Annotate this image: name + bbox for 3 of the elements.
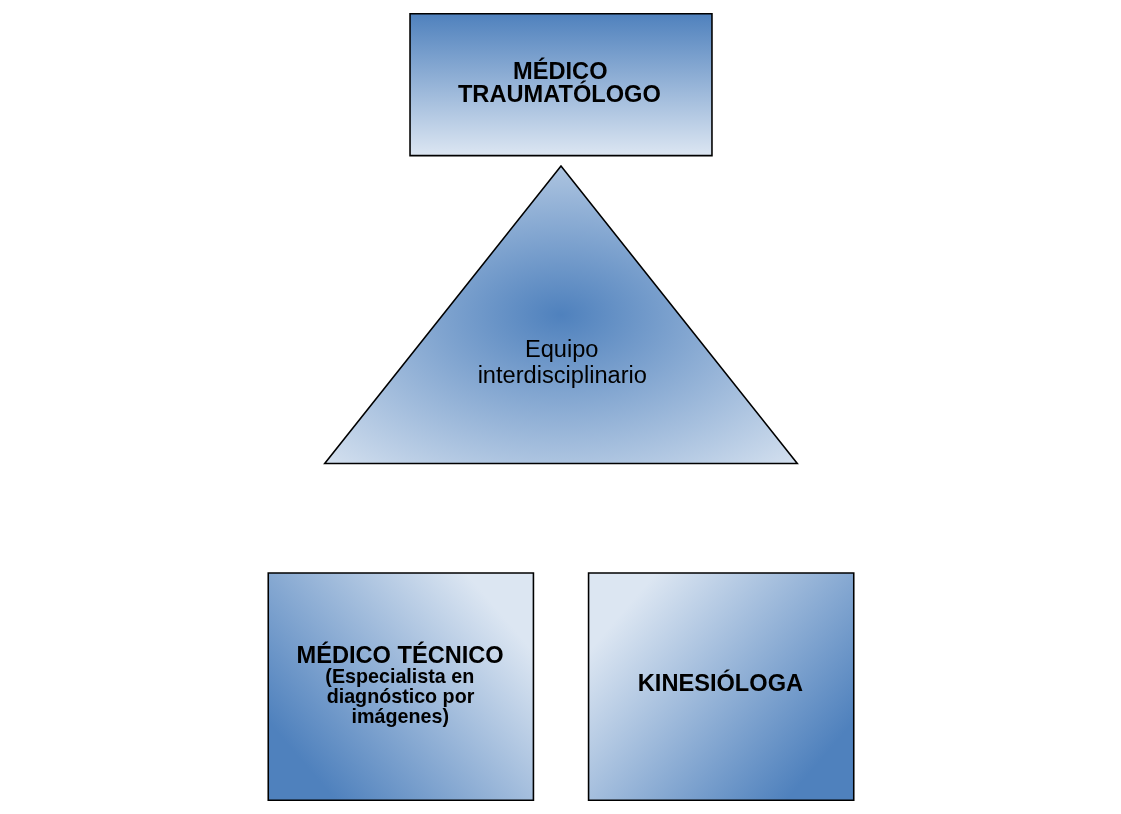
node-box: MÉDICO TRAUMATÓLOGO — [408, 13, 713, 157]
node-box: KINESIÓLOGA — [587, 572, 855, 801]
node-box: MÉDICO TÉCNICO (Especialista en diagnóstico por imágenes) — [266, 572, 534, 801]
